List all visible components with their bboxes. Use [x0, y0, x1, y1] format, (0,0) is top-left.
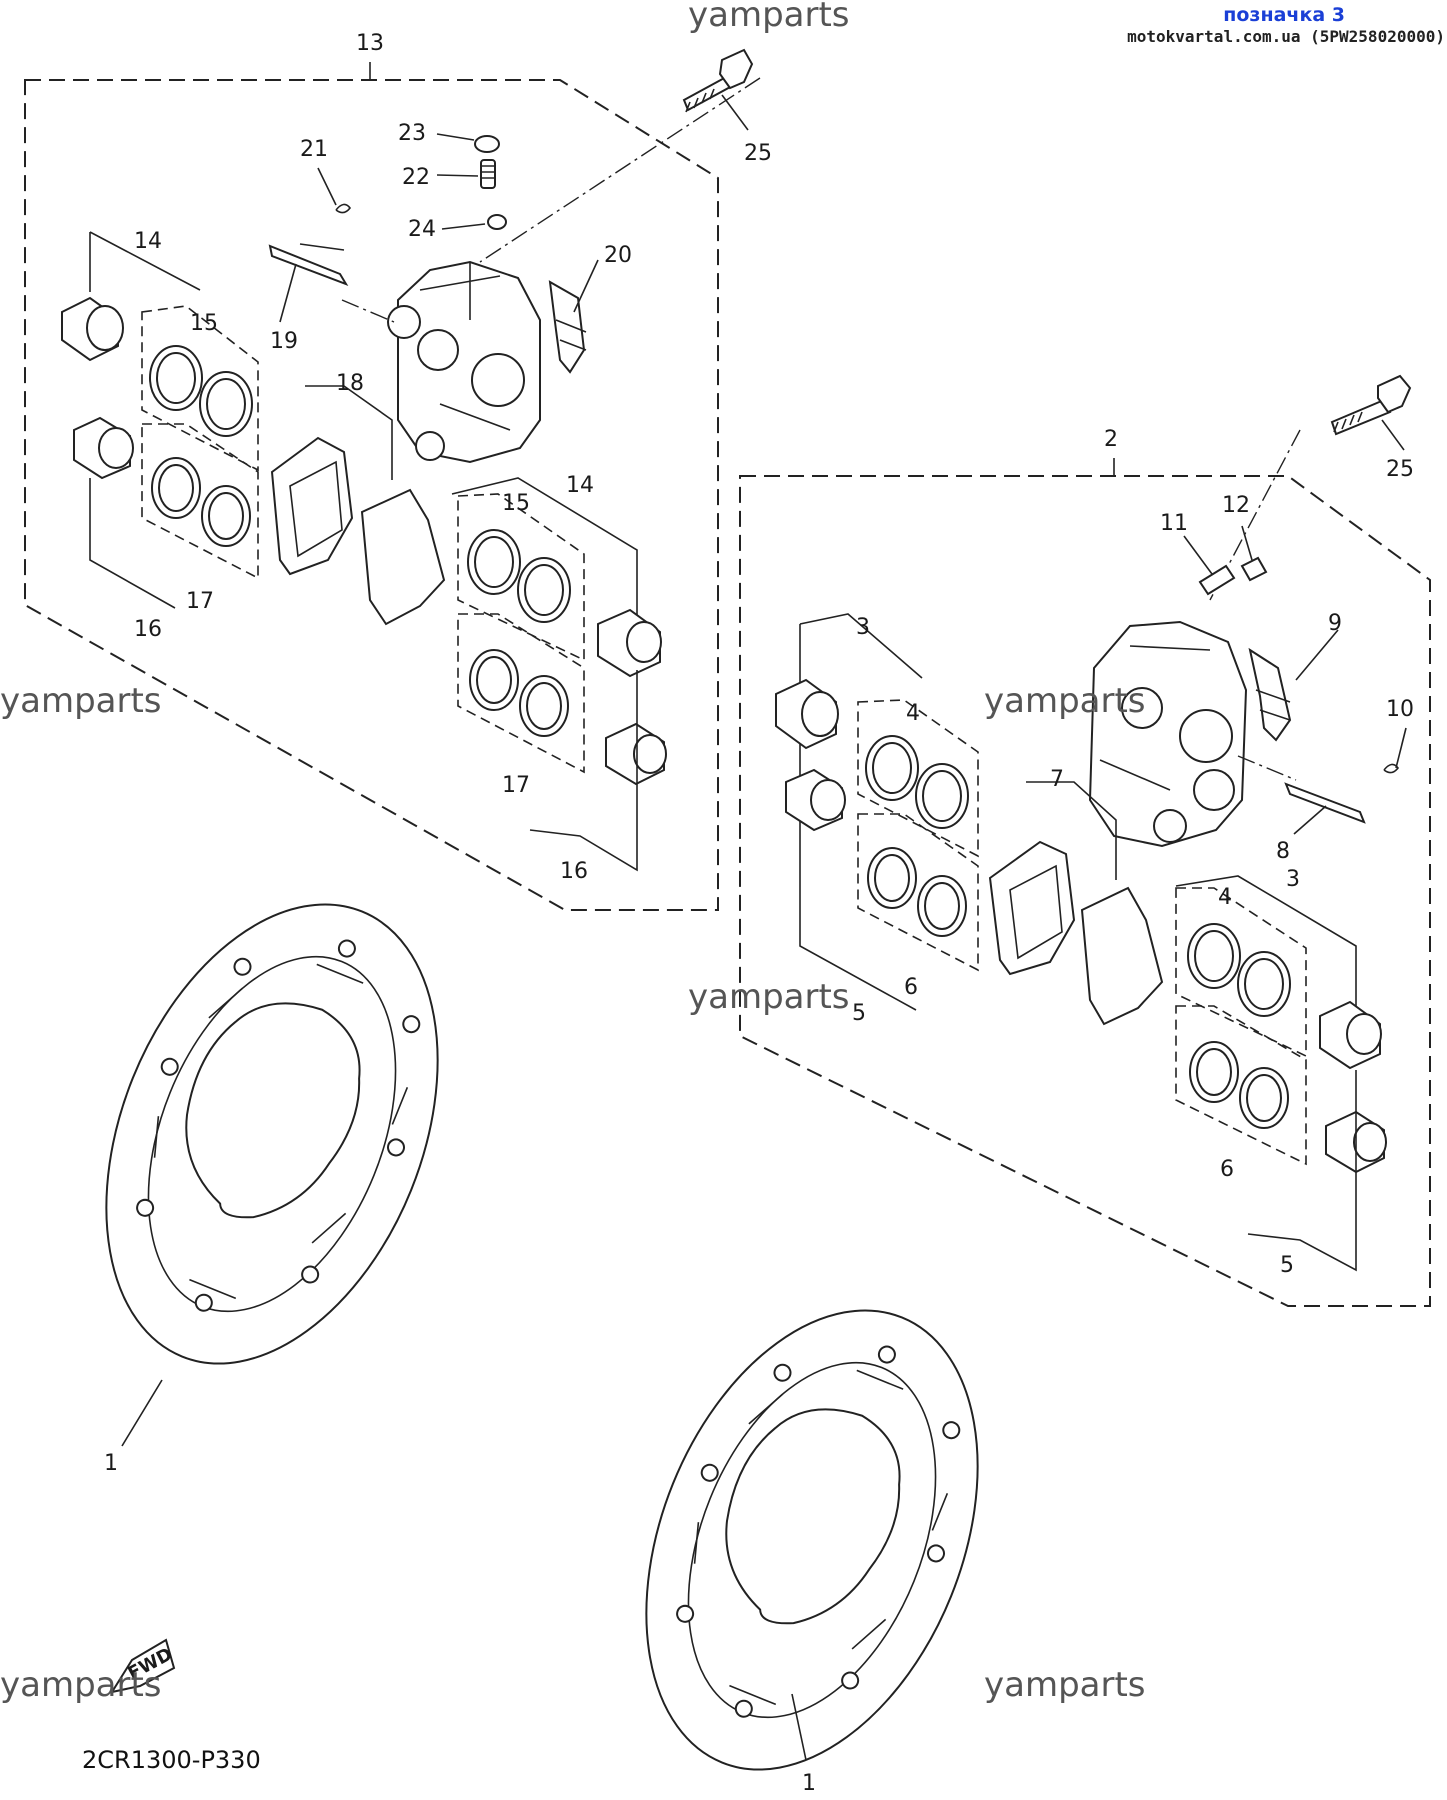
label-24: 24	[408, 217, 436, 242]
label-7: 7	[1050, 767, 1064, 792]
label-17-left-lower: 17	[502, 773, 530, 798]
label-20: 20	[604, 243, 632, 268]
label-3-right-lower: 3	[1286, 867, 1300, 892]
label-9: 9	[1328, 611, 1342, 636]
bolt-25-left	[479, 48, 761, 263]
header-title: позначка 3	[1223, 4, 1345, 26]
label-4-right: 4	[906, 701, 920, 726]
label-19: 19	[270, 329, 298, 354]
pad-spring-9	[1248, 629, 1339, 742]
label-23: 23	[398, 121, 426, 146]
label-22: 22	[402, 165, 430, 190]
label-21: 21	[300, 137, 328, 162]
label-15-left: 15	[190, 311, 218, 336]
label-16-left: 16	[134, 617, 162, 642]
label-3-right: 3	[856, 615, 870, 640]
watermark-top: yamparts	[688, 0, 850, 35]
label-15-left-lower: 15	[502, 491, 530, 516]
label-5-right: 5	[852, 1001, 866, 1026]
diagram-code: 2CR1300-P330	[82, 1746, 261, 1774]
bolt-25-right	[1209, 374, 1412, 601]
pistons-seals-right-lower	[1175, 875, 1387, 1272]
pads-18-left	[270, 385, 446, 626]
label-6-right: 6	[904, 975, 918, 1000]
label-17-left: 17	[186, 589, 214, 614]
watermark-left: yamparts	[0, 681, 162, 721]
brake-disc-right	[645, 1309, 979, 1771]
label-16-left-lower: 16	[560, 859, 588, 884]
label-13: 13	[356, 31, 384, 56]
pistons-seals-right-upper	[775, 613, 979, 1011]
caliper-body-right	[1088, 620, 1248, 848]
label-12: 12	[1222, 493, 1250, 518]
label-14-left-lower: 14	[566, 473, 594, 498]
watermark-bottom-left: yamparts	[0, 1665, 162, 1705]
bleeder-parts-left	[268, 133, 507, 323]
pads-7-right	[988, 781, 1164, 1026]
label-6-right-lower: 6	[1220, 1157, 1234, 1182]
pad-spring-20	[548, 259, 599, 374]
watermark-middle: yamparts	[688, 977, 850, 1017]
pistons-seals-left-lower	[451, 477, 667, 872]
label-11: 11	[1160, 511, 1188, 536]
assembly-13-boundary	[24, 79, 719, 911]
label-2: 2	[1104, 427, 1118, 452]
watermark-right: yamparts	[984, 681, 1146, 721]
label-4-right-lower: 4	[1218, 885, 1232, 910]
label-5-right-lower: 5	[1280, 1253, 1294, 1278]
seals-15-17-left	[141, 305, 259, 580]
label-25-left: 25	[744, 141, 772, 166]
watermark-bottom-right: yamparts	[984, 1665, 1146, 1705]
header-subtitle: motokvartal.com.ua (5PW258020000)	[1127, 27, 1445, 46]
label-10: 10	[1386, 697, 1414, 722]
label-8: 8	[1276, 839, 1290, 864]
assembly-2-boundary	[739, 475, 1431, 1307]
pistons-14-left	[61, 231, 201, 609]
label-1-right: 1	[802, 1771, 816, 1796]
label-25-right: 25	[1386, 457, 1414, 482]
caliper-body-left	[341, 260, 541, 464]
brake-disc-left	[105, 903, 439, 1365]
label-18: 18	[336, 371, 364, 396]
label-14-left: 14	[134, 229, 162, 254]
bleeder-parts-right	[1183, 525, 1268, 596]
label-1-left: 1	[104, 1451, 118, 1476]
pin-8-clip-10	[1237, 727, 1407, 835]
